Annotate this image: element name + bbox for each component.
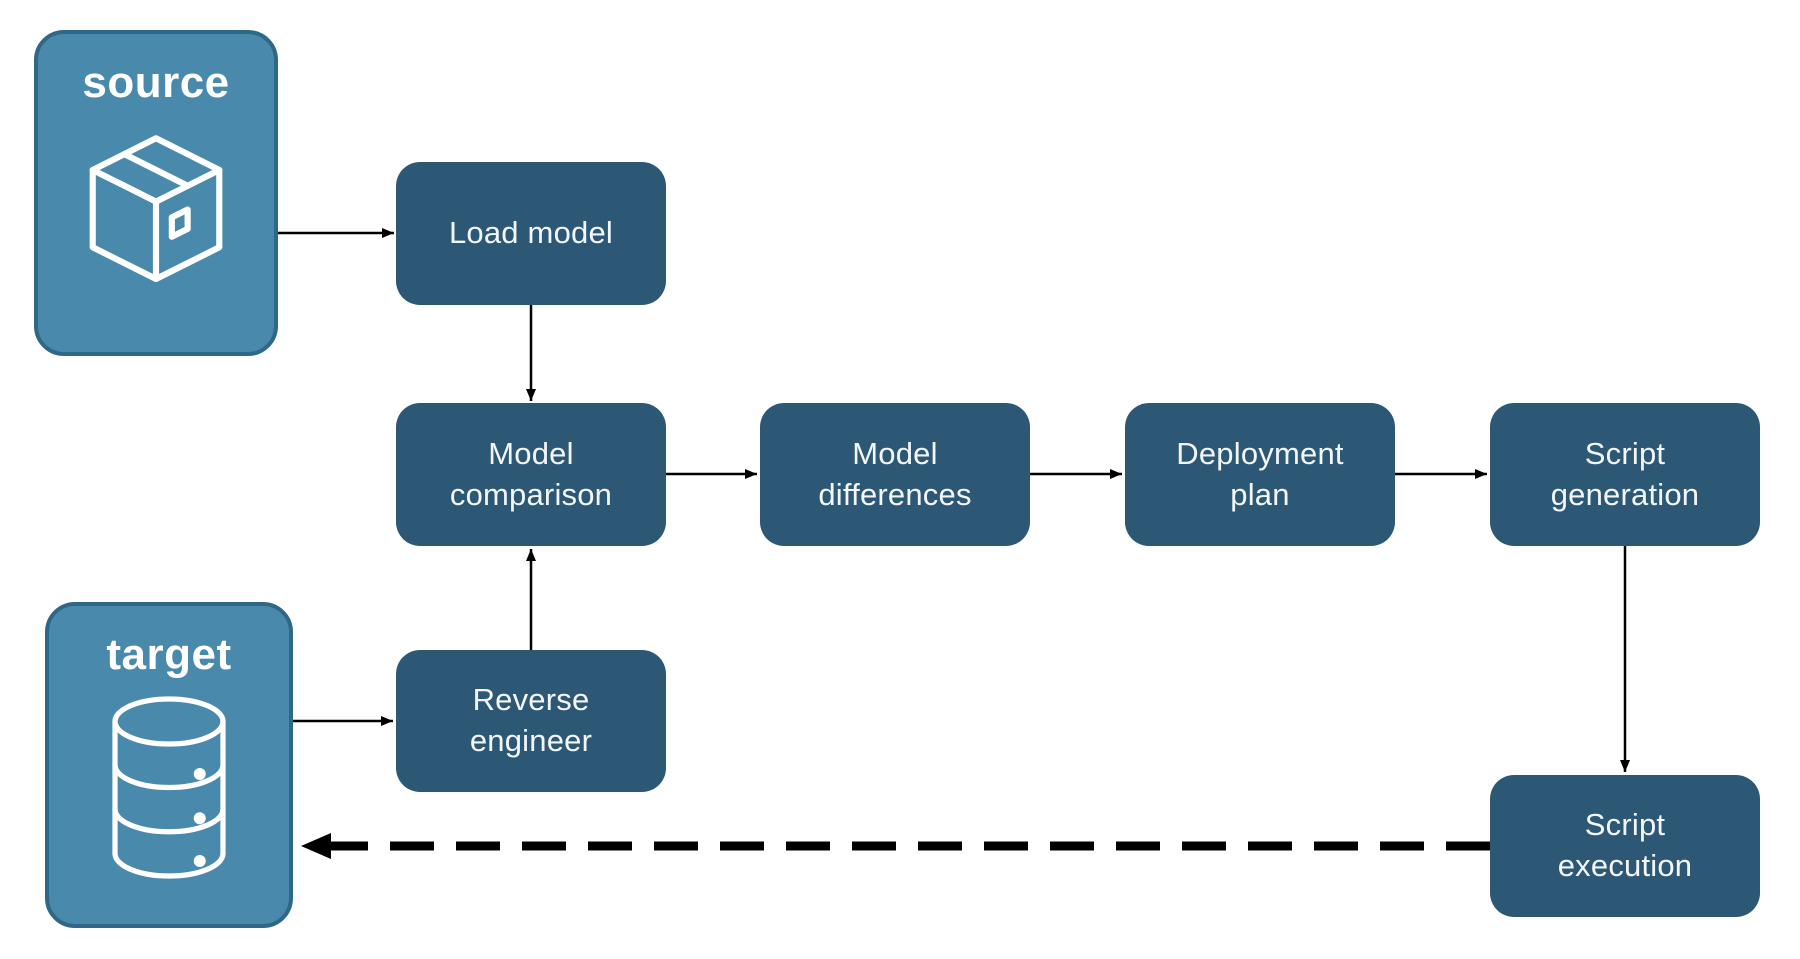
node-label: Script generation xyxy=(1550,435,1700,512)
node-model-differences: Model differences xyxy=(760,403,1030,546)
node-label: Model comparison xyxy=(449,435,613,512)
node-label: Model differences xyxy=(818,435,972,512)
node-label: Reverse engineer xyxy=(469,682,593,758)
target-label: target xyxy=(106,630,232,679)
source-label: source xyxy=(82,58,230,107)
node-label: Script execution xyxy=(1557,807,1693,883)
package-icon xyxy=(89,135,223,283)
node-script-execution: Script execution xyxy=(1490,775,1760,917)
node-label: Load model xyxy=(448,215,613,251)
node-load-model: Load model xyxy=(396,162,666,305)
source-entity: source xyxy=(34,30,278,356)
node-script-generation: Script generation xyxy=(1490,403,1760,546)
node-model-comparison: Model comparison xyxy=(396,403,666,546)
node-reverse-engineer: Reverse engineer xyxy=(396,650,666,792)
node-deployment-plan: Deployment plan xyxy=(1125,403,1395,546)
target-entity: target xyxy=(45,602,293,928)
node-label: Deployment plan xyxy=(1176,435,1344,512)
database-icon xyxy=(112,696,226,879)
